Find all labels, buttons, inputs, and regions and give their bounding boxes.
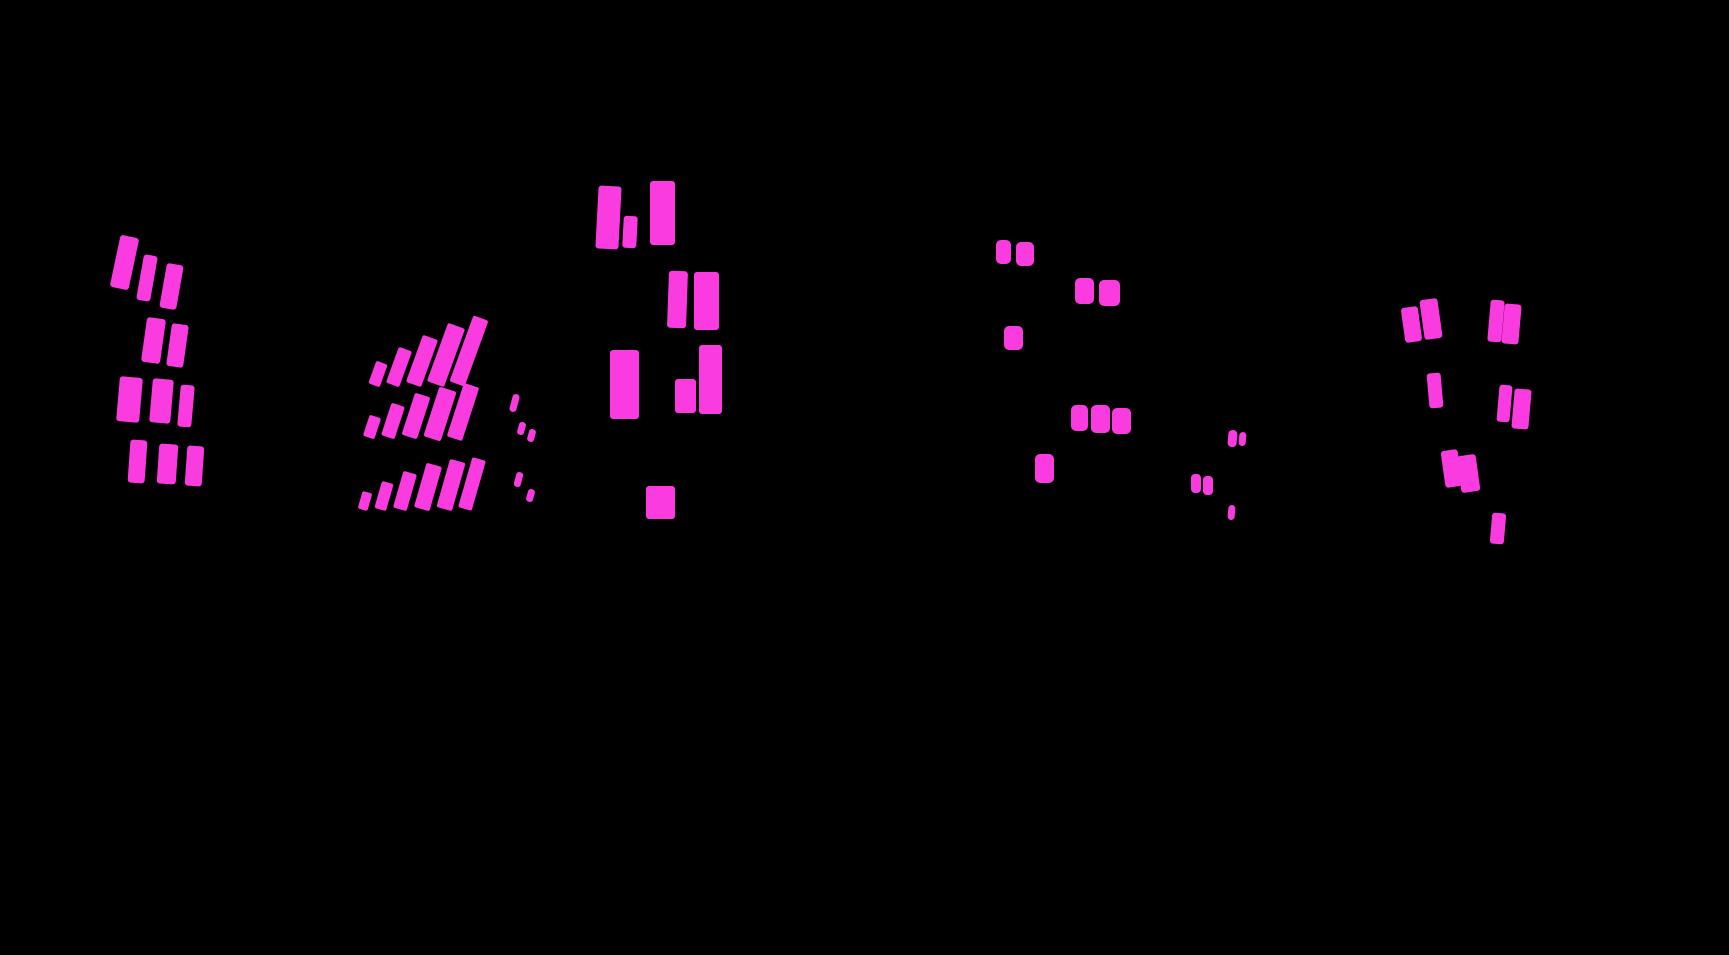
building-left-window-grid-light <box>177 384 195 428</box>
building-angled-stripe-rows-light <box>368 360 388 388</box>
small-dots-cluster-light <box>513 471 524 488</box>
building-center-large-windows-light <box>699 345 722 414</box>
building-right-center-small-squares-light <box>1035 454 1054 483</box>
building-angled-stripe-rows-light <box>357 490 373 512</box>
building-right-window-pairs-light <box>1419 297 1443 341</box>
building-right-window-pairs-light <box>1511 388 1532 430</box>
small-dots-cluster-light <box>525 488 536 503</box>
building-center-large-windows-light <box>694 272 719 330</box>
building-left-window-grid-light <box>116 376 143 423</box>
building-left-window-grid-light <box>127 439 148 484</box>
building-left-window-grid-light <box>149 378 174 424</box>
building-center-large-windows-light <box>675 379 696 413</box>
building-center-large-windows-light <box>595 185 622 250</box>
building-left-window-grid-light <box>140 316 167 365</box>
building-right-center-small-squares-light <box>996 240 1011 264</box>
building-left-window-grid-light <box>109 234 140 291</box>
building-right-center-small-squares-light <box>1004 326 1023 350</box>
building-right-window-pairs-light <box>1456 453 1481 494</box>
building-right-window-pairs-light <box>1426 372 1444 409</box>
building-center-large-windows-light <box>667 270 688 329</box>
building-right-window-pairs-light <box>1501 303 1522 345</box>
building-right-center-small-squares-light <box>1091 405 1110 433</box>
building-center-large-windows-light <box>610 350 639 419</box>
tiny-distant-lights-light <box>1227 429 1238 448</box>
small-dots-cluster-light <box>508 393 521 413</box>
tiny-distant-lights-light <box>1238 431 1247 447</box>
small-dots-cluster-light <box>516 421 527 436</box>
building-angled-stripe-rows-light <box>374 480 394 512</box>
tiny-distant-lights-light <box>1191 474 1201 493</box>
building-left-window-grid-light <box>156 443 179 485</box>
building-center-large-windows-light <box>622 215 638 249</box>
building-angled-stripe-rows-light <box>362 414 382 440</box>
small-dots-cluster-light <box>526 428 537 443</box>
building-right-center-small-squares-light <box>1112 408 1131 434</box>
building-right-window-pairs-light <box>1489 512 1507 545</box>
building-center-large-windows-light <box>650 181 675 245</box>
building-left-window-grid-light <box>184 445 205 487</box>
building-right-window-pairs-light <box>1400 305 1423 344</box>
building-right-center-small-squares-light <box>1099 280 1120 306</box>
building-left-window-grid-light <box>136 254 158 302</box>
tiny-distant-lights-light <box>1203 476 1213 495</box>
tiny-distant-lights-light <box>1227 504 1236 521</box>
building-right-center-small-squares-light <box>1016 242 1034 266</box>
building-right-center-small-squares-light <box>1075 278 1094 304</box>
building-left-window-grid-light <box>166 323 189 368</box>
building-right-center-small-squares-light <box>1071 405 1088 431</box>
building-right-window-pairs-light <box>1496 384 1513 423</box>
building-left-window-grid-light <box>159 262 184 311</box>
building-center-large-windows-light <box>646 486 675 519</box>
